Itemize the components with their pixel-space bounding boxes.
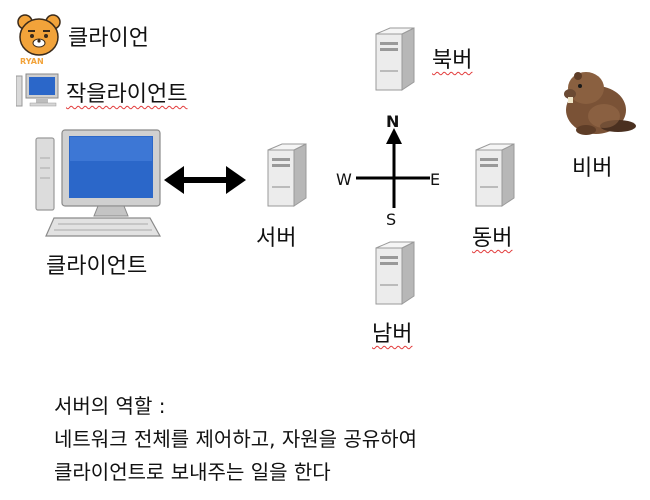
server-role-note: 서버의 역할 : 네트워크 전체를 제어하고, 자원을 공유하여 클라이언트로 … <box>54 390 417 489</box>
south-server-label: 남버 <box>372 322 413 347</box>
compass-west-label: W <box>336 170 352 189</box>
compass-east-label: E <box>430 170 441 189</box>
east-server-label: 동버 <box>472 226 513 251</box>
compass-north-label: N <box>386 112 400 131</box>
small-client-label: 작을라이언트 <box>66 82 188 107</box>
ryan-caption: RYAN <box>20 57 44 66</box>
client-ryan-label: 클라이언 <box>68 26 149 51</box>
server-label: 서버 <box>256 226 297 251</box>
server-icon <box>267 143 307 207</box>
bidirectional-arrow-icon <box>164 166 246 194</box>
north-server-label: 북버 <box>432 48 473 73</box>
compass-south-label: S <box>386 210 397 229</box>
ryan-character-icon <box>17 14 61 56</box>
south-server-icon <box>375 241 415 305</box>
note-line-2: 네트워크 전체를 제어하고, 자원을 공유하여 <box>54 427 417 451</box>
client-label: 클라이언트 <box>46 254 148 279</box>
note-line-1: 서버의 역할 : <box>54 394 166 418</box>
east-server-icon <box>475 143 515 207</box>
beaver-icon <box>564 72 636 135</box>
note-line-3: 클라이언트로 보내주는 일을 한다 <box>54 460 331 484</box>
compass-rose <box>356 128 430 208</box>
client-computer-icon <box>35 129 162 237</box>
beaver-label: 비버 <box>572 156 613 181</box>
north-server-icon <box>375 27 415 91</box>
small-computer-icon <box>16 73 59 107</box>
